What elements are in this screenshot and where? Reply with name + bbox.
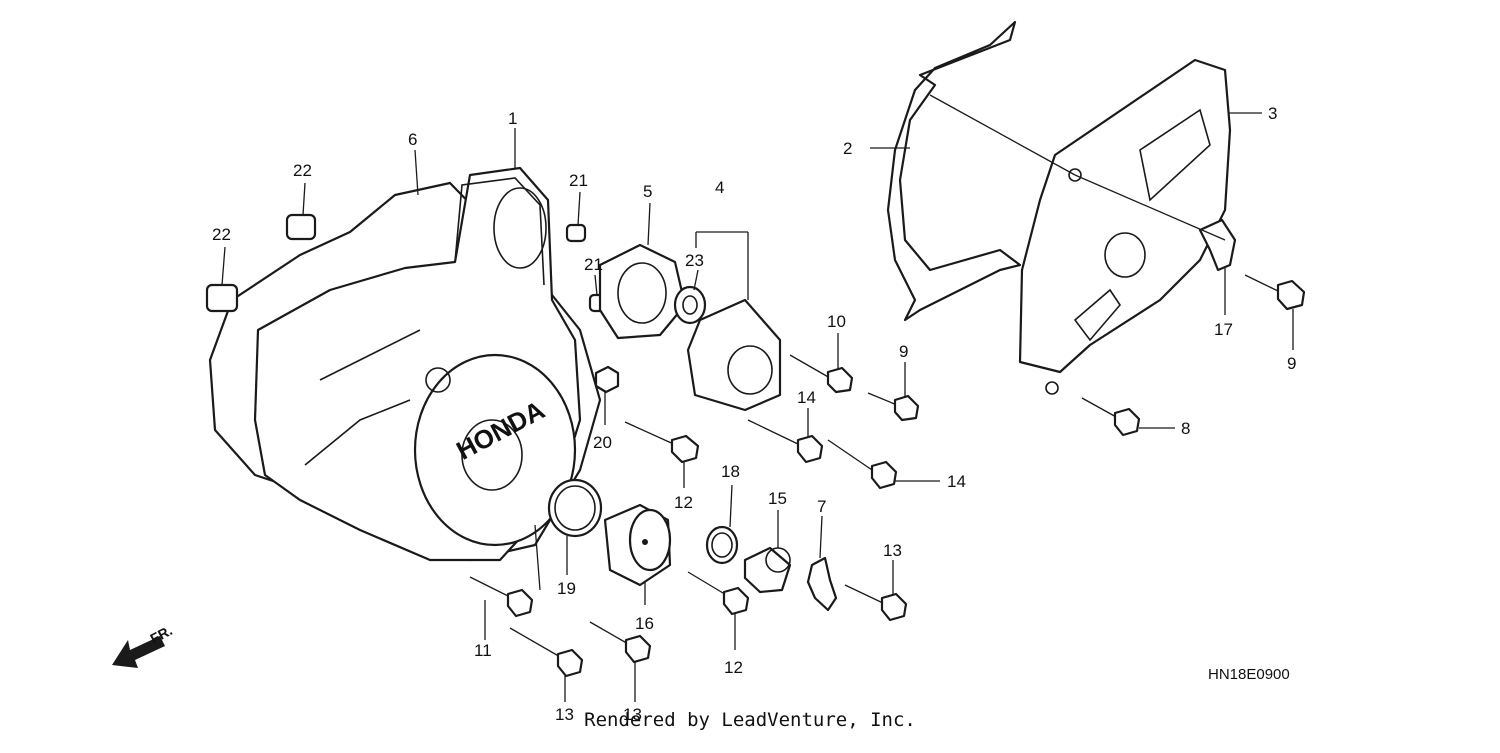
gasket-2 [886, 20, 1022, 322]
callout-17: 17 [1214, 320, 1233, 339]
callout-23: 23 [685, 251, 704, 270]
callout-12-upper: 12 [674, 493, 693, 512]
callout-1: 1 [508, 109, 517, 128]
left-crankcase-cover-1: HONDA [253, 166, 582, 562]
callout-16: 16 [635, 614, 654, 633]
leader-lines [221, 94, 1294, 702]
callout-13-right: 13 [883, 541, 902, 560]
gasket-5 [598, 243, 687, 340]
callout-20: 20 [593, 433, 612, 452]
callout-22-left: 22 [212, 225, 231, 244]
bolts [469, 274, 1306, 678]
nut-20 [594, 365, 620, 394]
clamp-7 [806, 556, 838, 612]
callout-9-right: 9 [1287, 354, 1296, 373]
callout-14-upper: 14 [797, 388, 816, 407]
callout-13-lower-left: 13 [555, 705, 574, 724]
callout-8: 8 [1181, 419, 1190, 438]
callout-10: 10 [827, 312, 846, 331]
oil-seal-23 [673, 285, 707, 325]
callout-19: 19 [557, 579, 576, 598]
dowel-pin-21a [565, 223, 587, 243]
callout-15: 15 [768, 489, 787, 508]
callouts: 1 2 3 4 5 6 7 8 9 9 10 11 12 12 13 13 13… [212, 104, 1296, 724]
callout-12-lower: 12 [724, 658, 743, 677]
footer-credit: Rendered by LeadVenture, Inc. [584, 709, 916, 731]
front-direction-arrow: FR. [112, 622, 175, 668]
diagram-code: HN18E0900 [1208, 666, 1290, 683]
cover-3 [1018, 58, 1232, 395]
callout-22-upper: 22 [293, 161, 312, 180]
callout-4: 4 [715, 178, 724, 197]
plug-15 [743, 546, 792, 594]
callout-21-lower: 21 [584, 255, 603, 274]
callout-9-mid: 9 [899, 342, 908, 361]
o-ring-19 [547, 478, 603, 538]
callout-14-right: 14 [947, 472, 966, 491]
callout-2: 2 [843, 139, 852, 158]
callout-3: 3 [1268, 104, 1277, 123]
callout-18: 18 [721, 462, 740, 481]
callout-5: 5 [643, 182, 652, 201]
cap-16 [603, 503, 672, 587]
callout-7: 7 [817, 497, 826, 516]
callout-6: 6 [408, 130, 417, 149]
dowel-pin-22b [285, 213, 317, 241]
cover-4 [686, 298, 782, 412]
dowel-pin-22a [205, 283, 239, 313]
callout-11: 11 [474, 641, 492, 660]
callout-13-lower-mid: 13 [623, 705, 642, 724]
callout-21-upper: 21 [569, 171, 588, 190]
